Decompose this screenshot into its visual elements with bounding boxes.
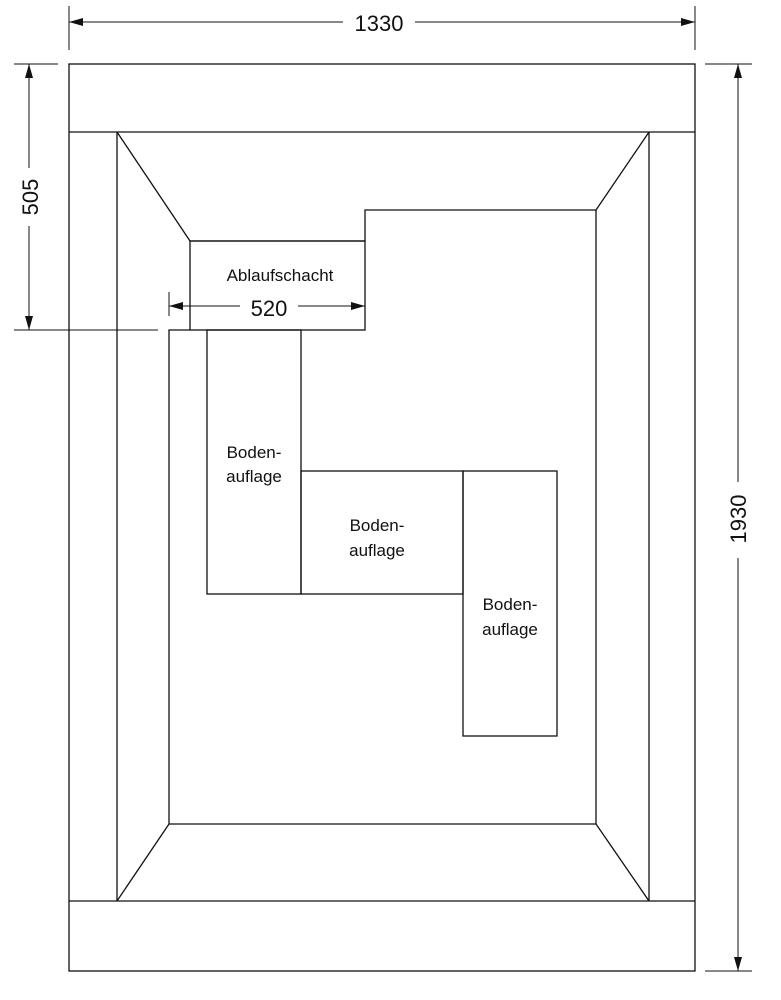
floor-support-2-label-line-2: auflage	[349, 541, 405, 560]
dimension-height: 1930	[705, 63, 752, 972]
bevel-top-left	[116, 131, 191, 242]
tub-outline	[68, 63, 696, 972]
drain-shaft: Ablaufschacht 520	[168, 240, 366, 331]
floor-support-3-label-line-1: Boden-	[483, 595, 538, 614]
drain-shaft-label: Ablaufschacht	[227, 266, 334, 285]
depth-dimension-label: 505	[18, 179, 43, 216]
shaft-width-dimension-label: 520	[251, 296, 288, 321]
outer-frame	[68, 63, 696, 972]
floor-support-3-box	[462, 470, 558, 737]
floor-support-1-label-line-1: Boden-	[227, 443, 282, 462]
floor-support-1-box	[206, 329, 302, 595]
bevel-top-right	[595, 131, 650, 211]
bevel-bottom-right	[595, 823, 650, 902]
floor-support-1-label-line-2: auflage	[226, 467, 282, 486]
floor-support-2: Boden- auflage	[300, 470, 464, 595]
dimension-width: 1330	[68, 6, 696, 50]
floor-support-3: Boden- auflage	[462, 470, 558, 737]
floor-support-3-label-line-2: auflage	[482, 620, 538, 639]
dimension-depth: 505	[14, 63, 158, 331]
floor-support-1: Boden- auflage	[206, 329, 302, 595]
inner-floor-contour	[168, 209, 597, 825]
bevel-bottom-left	[116, 823, 170, 902]
width-dimension-label: 1330	[355, 11, 404, 36]
floor-support-2-label-line-1: Boden-	[350, 516, 405, 535]
height-dimension-label: 1930	[726, 495, 751, 544]
